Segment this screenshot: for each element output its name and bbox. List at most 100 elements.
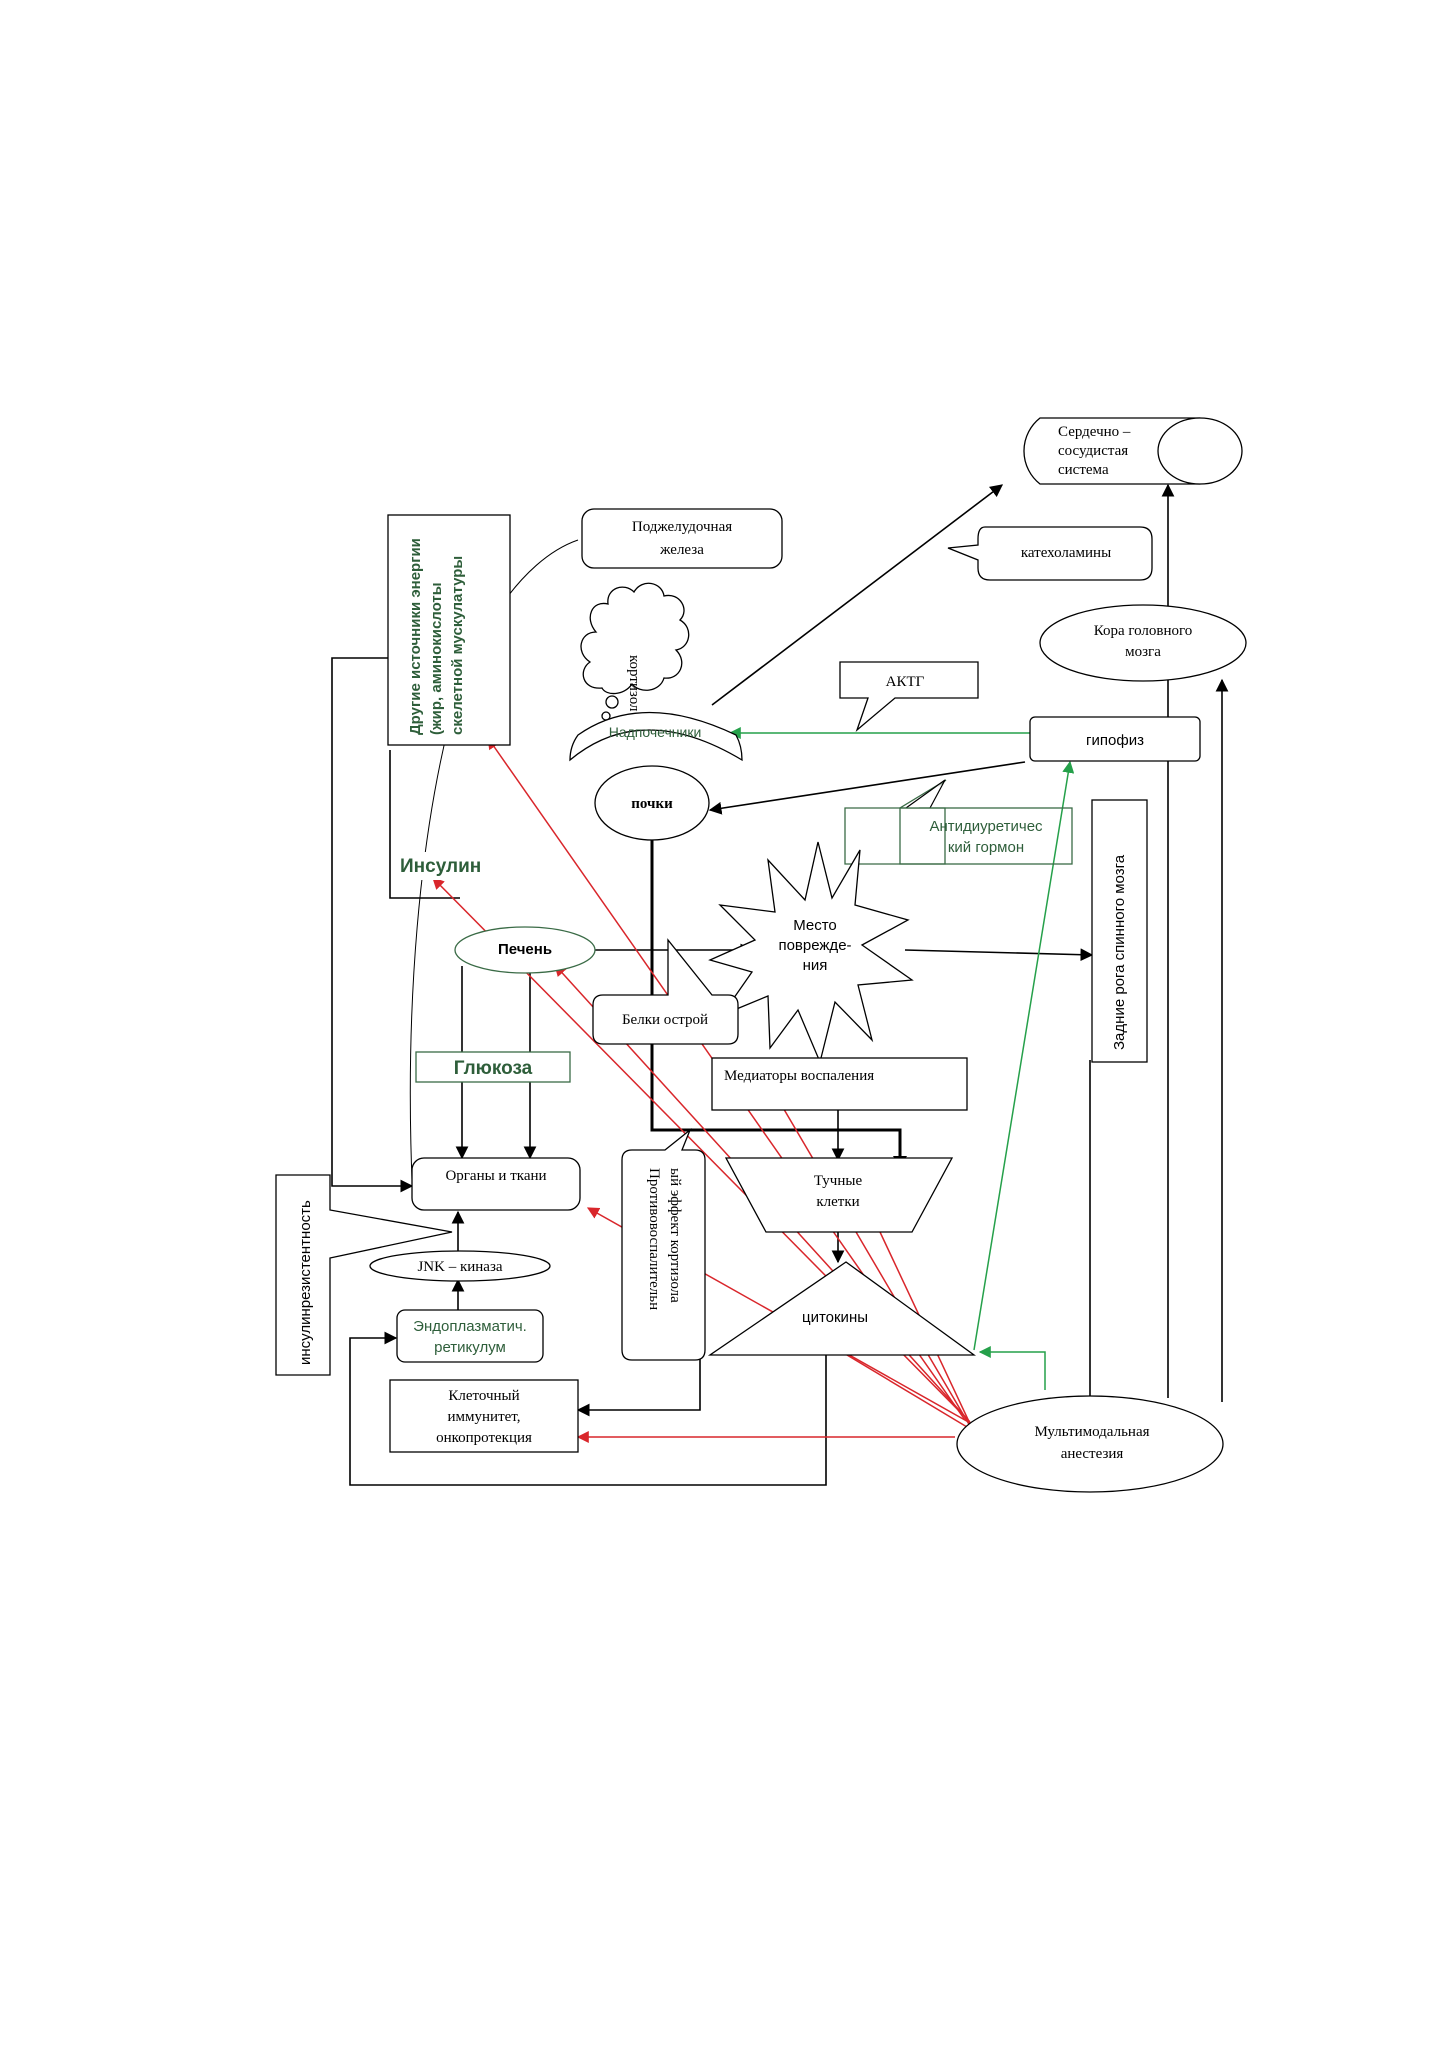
svg-text:Мультимодальная: Мультимодальная <box>1034 1424 1149 1440</box>
svg-text:скелетной мускулатуры: скелетной мускулатуры <box>449 556 466 735</box>
curve-pancreas-to-organs <box>409 539 579 1181</box>
kidneys-node: почки <box>594 765 710 841</box>
energy-label-2: (жир, аминокислоты <box>428 582 445 735</box>
anti-inflammatory-label-2: ый эффект кортизола <box>667 1168 683 1303</box>
svg-text:ретикулум: ретикулум <box>434 1339 506 1356</box>
svg-text:Тучные: Тучные <box>814 1173 863 1189</box>
immunity-label-2: иммунитет, <box>448 1409 521 1425</box>
pancreas-label-1: Поджелудочная <box>632 519 732 535</box>
arrow-energy-to-organs <box>331 657 414 1193</box>
svg-text:Место: Место <box>793 917 837 934</box>
energy-label-3: скелетной мускулатуры <box>449 556 466 735</box>
svg-text:Клеточный: Клеточный <box>448 1388 519 1404</box>
anesthesia-node: Мультимодальная анестезия <box>956 1395 1224 1493</box>
mast-label-2: клетки <box>816 1194 859 1210</box>
injury-label-1: Место <box>793 917 837 934</box>
spinal-horns-node: Задние рога спинного мозга <box>1091 799 1148 1063</box>
heart-label-2: сосудистая <box>1058 443 1128 459</box>
svg-text:система: система <box>1058 462 1109 478</box>
cell-immunity-node: Клеточный иммунитет, онкопротекция <box>389 1379 579 1453</box>
catecholamines-callout: катехоламины <box>947 526 1153 581</box>
svg-text:сосудистая: сосудистая <box>1058 443 1128 459</box>
cortisol-cloud: кортизол <box>580 582 690 721</box>
svg-text:Поджелудочная: Поджелудочная <box>632 519 732 535</box>
energy-insulin-connector <box>389 750 460 899</box>
arrow-cytokines-to-er <box>349 1331 827 1486</box>
liver-label: Печень <box>498 941 552 958</box>
cytokines-label: цитокины <box>802 1309 868 1326</box>
svg-text:Другие источники энергии: Другие источники энергии <box>407 538 424 735</box>
kidneys-label: почки <box>631 796 673 812</box>
injury-label-2: поврежде- <box>778 937 851 954</box>
svg-text:железа: железа <box>659 542 704 558</box>
er-node: Эндоплазматич. ретикулум <box>396 1309 544 1363</box>
arrow-cytokines-to-immunity <box>576 1355 701 1417</box>
hypophysis-node: гипофиз <box>1029 716 1201 762</box>
adrenal-node: Надпочечники <box>569 711 743 762</box>
hypophysis-label: гипофиз <box>1086 732 1144 749</box>
immunity-label-1: Клеточный <box>448 1388 519 1404</box>
arrow-hypophysis-to-kidneys <box>708 761 1026 815</box>
anesthesia-label-1: Мультимодальная <box>1034 1424 1149 1440</box>
heart-label-3: система <box>1058 462 1109 478</box>
arrow-adrenal-to-heart <box>711 484 1004 706</box>
mast-cells-node: Тучные клетки <box>724 1157 954 1233</box>
svg-text:кий гормон: кий гормон <box>948 839 1024 856</box>
heart-system-node: Сердечно – сосудистая система <box>1023 417 1243 485</box>
svg-text:мозга: мозга <box>1125 644 1161 660</box>
adh-label-1: Антидиуретичес <box>929 818 1043 835</box>
cortex-label-1: Кора головного <box>1094 623 1193 639</box>
black-connectors <box>331 483 1229 1486</box>
svg-text:(жир, аминокислоты: (жир, аминокислоты <box>428 582 445 735</box>
svg-text:онкопротекция: онкопротекция <box>436 1430 532 1446</box>
cytokines-node: цитокины <box>707 1261 977 1356</box>
svg-text:клетки: клетки <box>816 1194 859 1210</box>
glucose-node: Глюкоза <box>415 1051 571 1083</box>
red-line-anesthesia-to-mediators <box>754 1059 971 1427</box>
green-connectors <box>728 727 1075 1390</box>
arrow-cytokines-to-hypophysis <box>973 760 1075 1351</box>
organs-label: Органы и ткани <box>445 1168 546 1184</box>
other-energy-node: Другие источники энергии (жир, аминокисл… <box>387 514 511 746</box>
cortisol-label: кортизол <box>626 655 642 712</box>
kidneys-stem <box>650 840 902 1160</box>
jnk-node: JNK – киназа <box>369 1250 551 1282</box>
arrow-injury-to-spinal <box>904 948 1094 962</box>
acute-proteins-callout: Белки острой <box>592 938 739 1045</box>
insulin-node: Инсулин <box>395 852 499 880</box>
svg-text:поврежде-: поврежде- <box>778 937 851 954</box>
immunity-label-3: онкопротекция <box>436 1430 532 1446</box>
injury-site-node: Место поврежде- ния <box>708 841 914 1065</box>
pancreas-label-2: железа <box>659 542 704 558</box>
organs-node: Органы и ткани <box>411 1157 581 1211</box>
svg-text:Антидиуретичес: Антидиуретичес <box>929 818 1043 835</box>
brain-cortex-node: Кора головного мозга <box>1039 604 1247 682</box>
svg-text:иммунитет,: иммунитет, <box>448 1409 521 1425</box>
svg-text:Противовоспалительн: Противовоспалительн <box>646 1168 662 1310</box>
liver-node: Печень <box>454 926 596 974</box>
er-label-2: ретикулум <box>434 1339 506 1356</box>
insulin-label: Инсулин <box>400 856 481 877</box>
anti-inflammatory-label-1: Противовоспалительн <box>646 1168 662 1310</box>
svg-text:ния: ния <box>803 957 828 974</box>
adh-label-2: кий гормон <box>948 839 1024 856</box>
svg-text:Сердечно –: Сердечно – <box>1058 424 1131 440</box>
anti-inflammatory-callout: Противовоспалительн ый эффект кортизола <box>621 1127 706 1361</box>
jnk-label: JNK – киназа <box>417 1259 502 1275</box>
energy-label-1: Другие источники энергии <box>407 538 424 735</box>
svg-text:анестезия: анестезия <box>1061 1446 1124 1462</box>
cortex-label-2: мозга <box>1125 644 1161 660</box>
svg-text:Эндоплазматич.: Эндоплазматич. <box>413 1318 527 1335</box>
insulin-resistance-callout: инсулинрезистентность <box>275 1174 453 1376</box>
insulin-resistance-label: инсулинрезистентность <box>297 1200 314 1365</box>
acth-callout: АКТГ <box>839 661 979 733</box>
acth-label: АКТГ <box>886 674 925 690</box>
mast-label-1: Тучные <box>814 1173 863 1189</box>
heart-label-1: Сердечно – <box>1058 424 1131 440</box>
pancreas-node: Поджелудочная железа <box>581 508 783 569</box>
adh-callout: Антидиуретичес кий гормон <box>844 779 1073 865</box>
glucose-label: Глюкоза <box>454 1058 533 1079</box>
catecholamines-label: катехоламины <box>1021 545 1111 561</box>
